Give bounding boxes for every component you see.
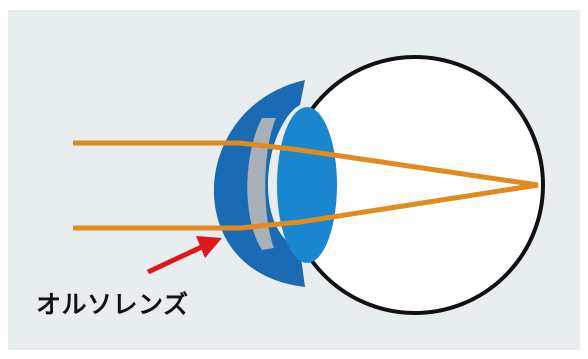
lens-label: オルソレンズ	[36, 285, 189, 321]
crystalline-lens	[277, 107, 337, 263]
